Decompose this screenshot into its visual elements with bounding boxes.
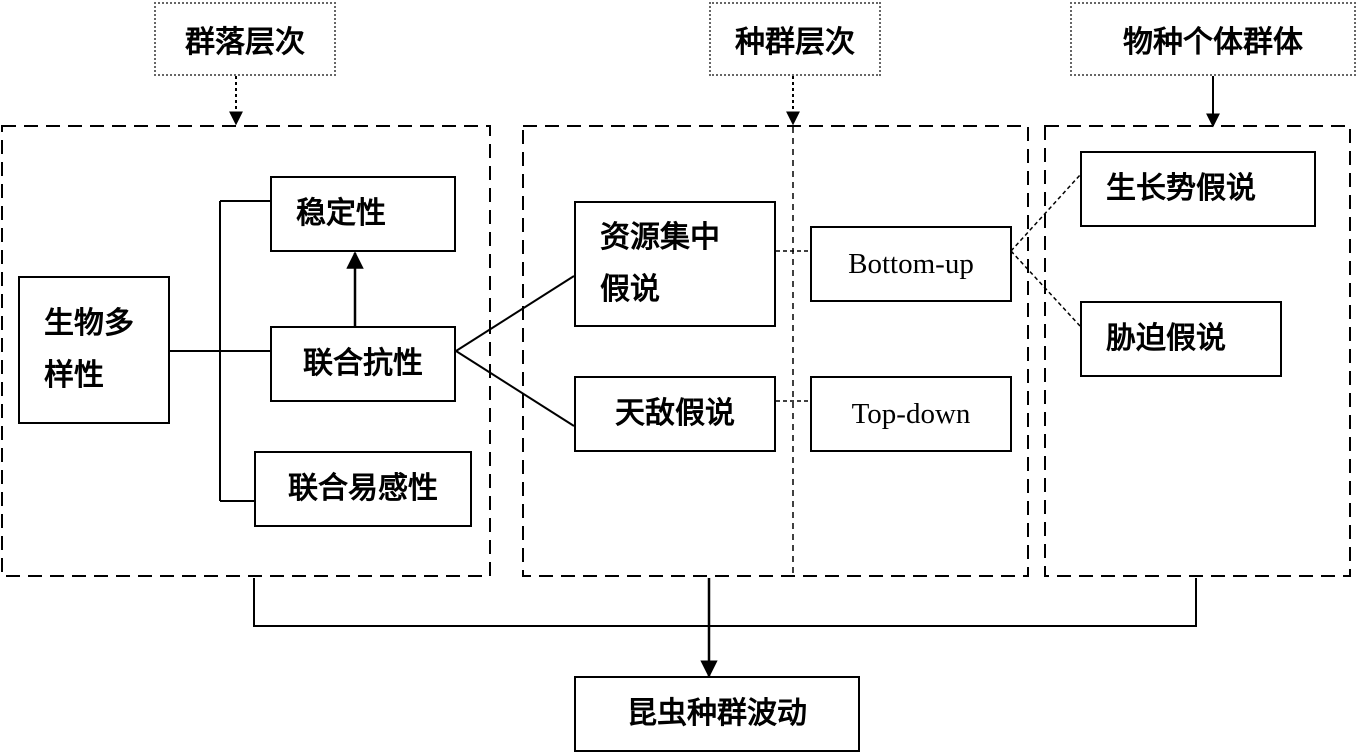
- species-level-label: 物种个体群体: [1070, 2, 1356, 76]
- outcome-label: 昆虫种群波动: [627, 696, 807, 731]
- resistance-to-resource: [455, 275, 575, 352]
- plant-vigor-label: 生长势假说: [1106, 171, 1256, 206]
- associational-susceptibility-box: 联合易感性: [254, 451, 472, 527]
- plant-vigor-box: 生长势假说: [1080, 151, 1316, 227]
- natural-enemies-label: 天敌假说: [615, 396, 735, 431]
- associational-resistance-box: 联合抗性: [270, 326, 456, 402]
- outcome-box: 昆虫种群波动: [574, 676, 860, 752]
- species-region: [1044, 125, 1351, 577]
- community-region: [1, 125, 491, 577]
- population-level-label: 种群层次: [709, 2, 881, 76]
- bottomup-to-stress: [1010, 250, 1081, 327]
- top-down-label: Top-down: [851, 397, 971, 430]
- stability-label: 稳定性: [296, 196, 386, 231]
- convergence-line: [253, 578, 1197, 627]
- resource-concentration-box: 资源集中假说: [574, 201, 776, 327]
- biodiversity-box: 生物多样性: [18, 276, 170, 424]
- associational-susceptibility-label: 联合易感性: [288, 471, 438, 506]
- plant-stress-box: 胁迫假说: [1080, 301, 1282, 377]
- top-down-box: Top-down: [810, 376, 1012, 452]
- biodiversity-label: 生物多样性: [44, 306, 134, 393]
- natural-enemies-box: 天敌假说: [574, 376, 776, 452]
- community-level-label: 群落层次: [154, 2, 336, 76]
- associational-resistance-label: 联合抗性: [303, 346, 423, 381]
- bottom-up-box: Bottom-up: [810, 226, 1012, 302]
- bottomup-to-vigor: [1010, 174, 1081, 252]
- stability-box: 稳定性: [270, 176, 456, 252]
- resource-concentration-label: 资源集中假说: [600, 220, 720, 307]
- population-region: [522, 125, 1029, 577]
- plant-stress-label: 胁迫假说: [1106, 321, 1226, 356]
- resistance-to-enemies: [455, 350, 575, 427]
- bottom-up-label: Bottom-up: [848, 247, 974, 280]
